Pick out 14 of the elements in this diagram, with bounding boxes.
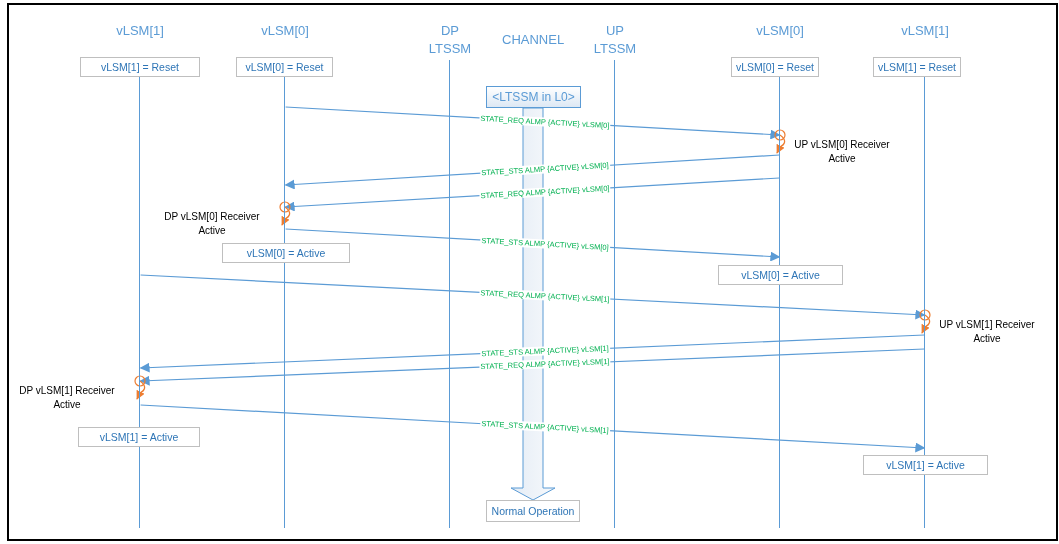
state-box: vLSM[1] = Active (78, 427, 200, 447)
state-box: vLSM[0] = Reset (236, 57, 333, 77)
edge-label: DP vLSM[0] Receiver Active (163, 210, 261, 238)
state-box: vLSM[1] = Reset (873, 57, 961, 77)
state-box: vLSM[1] = Active (863, 455, 988, 475)
state-box: vLSM[0] = Active (222, 243, 350, 263)
state-box: vLSM[0] = Active (718, 265, 843, 285)
state-box: Normal Operation (486, 500, 580, 522)
edge-label: DP vLSM[1] Receiver Active (18, 384, 116, 412)
edge-label: UP vLSM[1] Receiver Active (938, 318, 1036, 346)
state-banner: <LTSSM in L0> (486, 86, 581, 108)
state-box: vLSM[0] = Reset (731, 57, 819, 77)
state-box: vLSM[1] = Reset (80, 57, 200, 77)
edge-label: UP vLSM[0] Receiver Active (793, 138, 891, 166)
